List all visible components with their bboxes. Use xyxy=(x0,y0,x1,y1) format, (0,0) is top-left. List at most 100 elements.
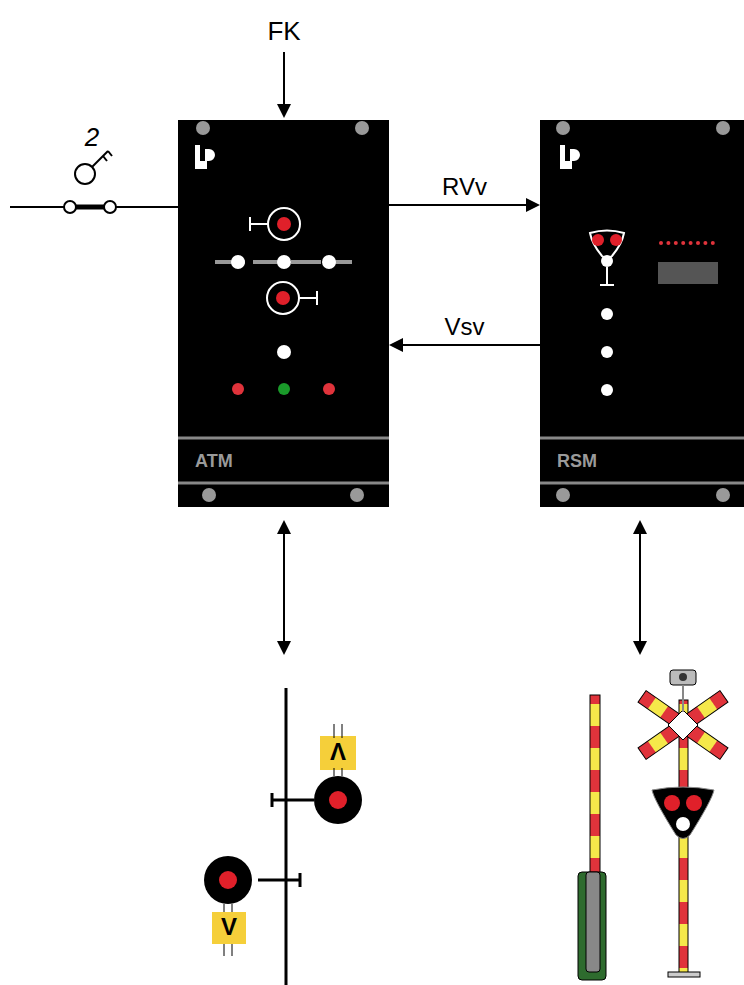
circle-shape xyxy=(601,384,613,396)
circle-shape xyxy=(219,871,237,889)
circle-shape xyxy=(322,255,336,269)
path-shape xyxy=(560,145,580,169)
circle-shape xyxy=(276,291,290,305)
line-shape xyxy=(639,532,641,643)
polygon-shape xyxy=(277,641,291,655)
atm-module: ATM xyxy=(178,120,389,507)
circle-shape xyxy=(277,345,291,359)
line-shape xyxy=(272,799,314,802)
circle-shape xyxy=(104,201,116,213)
circle-shape xyxy=(674,241,678,245)
circle-shape xyxy=(232,383,244,395)
line-shape xyxy=(249,217,251,231)
polygon-shape xyxy=(633,520,647,534)
circle-shape xyxy=(204,856,252,904)
signal-arrow xyxy=(389,198,540,212)
panel-face xyxy=(178,120,389,507)
key-number: 2 xyxy=(85,124,99,150)
polygon-shape xyxy=(389,338,403,352)
rect-shape xyxy=(578,872,606,980)
circle-shape xyxy=(689,241,693,245)
polygon-shape xyxy=(526,198,540,212)
rsm-module: RSM xyxy=(540,120,744,507)
signal-name: FK xyxy=(267,18,300,44)
signal-plate: Λ xyxy=(330,740,346,764)
circle-shape xyxy=(716,488,730,502)
line-shape xyxy=(103,156,107,161)
rect-shape xyxy=(668,972,700,977)
line-shape xyxy=(389,204,528,206)
rect-shape xyxy=(658,262,718,284)
circle-shape xyxy=(601,255,613,267)
circle-shape xyxy=(556,121,570,135)
line-shape xyxy=(600,284,614,286)
path-shape xyxy=(652,787,714,839)
rect-shape xyxy=(322,738,354,768)
circle-shape xyxy=(681,241,685,245)
circle-shape xyxy=(355,121,369,135)
line-shape xyxy=(540,482,744,485)
circle-shape xyxy=(323,383,335,395)
polygon-shape xyxy=(668,710,698,740)
line-shape xyxy=(283,532,285,643)
line-shape xyxy=(316,291,318,305)
rect-shape xyxy=(320,736,356,770)
circle-shape xyxy=(659,241,663,245)
rect-shape xyxy=(212,912,246,944)
circle-shape xyxy=(601,308,613,320)
line-shape xyxy=(299,297,317,299)
rect-shape xyxy=(590,695,600,875)
circle-shape xyxy=(350,488,364,502)
line-shape xyxy=(108,151,112,156)
circle-shape xyxy=(601,346,613,358)
circle-shape xyxy=(64,201,76,213)
line-shape xyxy=(401,344,540,346)
circle-shape xyxy=(267,282,299,314)
circle-shape xyxy=(268,208,300,240)
line-shape xyxy=(116,206,178,208)
circle-shape xyxy=(556,488,570,502)
module-name: ATM xyxy=(195,452,233,470)
line-shape xyxy=(10,206,64,208)
circle-shape xyxy=(277,217,291,231)
circle-shape xyxy=(196,121,210,135)
path-shape xyxy=(195,145,215,169)
circle-shape xyxy=(679,673,687,681)
line-shape xyxy=(283,52,285,106)
circle-shape xyxy=(716,121,730,135)
circle-shape xyxy=(202,488,216,502)
circle-shape xyxy=(666,241,670,245)
line-shape xyxy=(299,873,302,887)
circle-shape xyxy=(664,795,680,811)
circle-shape xyxy=(314,776,362,824)
polygon-shape xyxy=(277,520,291,534)
rect-shape xyxy=(670,670,696,685)
line-shape xyxy=(271,793,274,807)
line-shape xyxy=(285,688,288,985)
circle-shape xyxy=(711,241,715,245)
circle-shape xyxy=(329,791,347,809)
circle-shape xyxy=(696,241,700,245)
signal-name: RVv xyxy=(442,175,487,199)
polygon-shape xyxy=(277,104,291,118)
circle-shape xyxy=(278,383,290,395)
signal-arrow xyxy=(389,338,540,352)
polygon-shape xyxy=(633,641,647,655)
circle-shape xyxy=(277,255,291,269)
line-shape xyxy=(92,151,108,167)
line-shape xyxy=(258,879,300,882)
circle-shape xyxy=(686,795,702,811)
circle-shape xyxy=(592,234,604,246)
signal-name: Vsv xyxy=(444,315,484,339)
module-name: RSM xyxy=(557,452,597,470)
line-shape xyxy=(76,205,104,210)
line-shape xyxy=(682,685,684,712)
rect-shape xyxy=(586,872,600,972)
signal-plate: V xyxy=(221,915,237,939)
line-shape xyxy=(250,223,268,225)
circle-shape xyxy=(676,817,690,831)
path-shape xyxy=(590,231,624,259)
line-shape xyxy=(606,267,608,285)
circle-shape xyxy=(231,255,245,269)
line-shape xyxy=(178,437,389,440)
